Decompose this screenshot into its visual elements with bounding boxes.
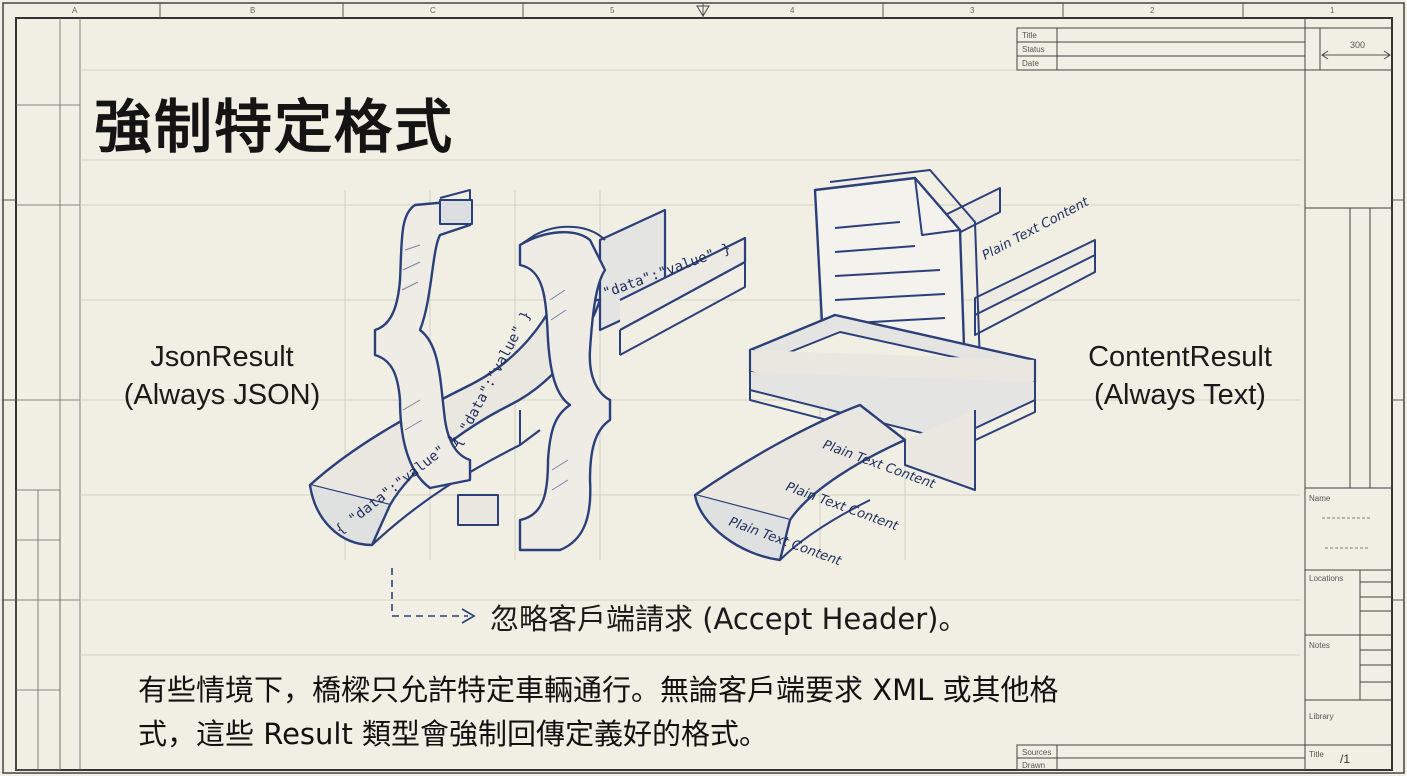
tb-page-label: Title <box>1309 750 1324 759</box>
grid-col-b: B <box>250 6 256 15</box>
content-result-name: ContentResult <box>1088 341 1272 373</box>
page-title: 強制特定格式 <box>94 93 455 161</box>
content-bridge-illustration <box>693 169 1096 562</box>
accept-header-note: 忽略客戶端請求 (Accept Header)。 <box>490 602 968 636</box>
body-paragraph: 有些情境下，橋樑只允許特定車輛通行。無論客戶端要求 XML 或其他格 式，這些 … <box>138 668 1258 756</box>
body-line-2: 式，這些 Result 類型會強制回傳定義好的格式。 <box>138 717 769 751</box>
tb-name-label: Name <box>1309 494 1331 503</box>
json-bridge-illustration <box>308 189 747 552</box>
grid-col-a: A <box>72 6 78 15</box>
tb-cell-status: Status <box>1022 45 1045 54</box>
tb-notes-label: Notes <box>1309 641 1330 650</box>
grid-col-2: 2 <box>1150 6 1155 15</box>
tb-dimension: 300 <box>1350 40 1366 50</box>
grid-col-c: C <box>430 6 436 15</box>
content-result-label: ContentResult (Always Text) <box>1062 338 1298 414</box>
tb-drawn: Drawn <box>1022 761 1046 770</box>
tb-cell-title: Title <box>1022 31 1037 40</box>
grid-col-1: 1 <box>1330 6 1335 15</box>
tb-locations-label: Locations <box>1309 574 1344 583</box>
tb-library-label: Library <box>1309 712 1334 721</box>
grid-col-4: 4 <box>790 6 795 15</box>
json-result-note: (Always JSON) <box>123 379 321 411</box>
tb-page-number: /1 <box>1340 752 1351 766</box>
grid-col-3: 3 <box>970 6 975 15</box>
content-result-note: (Always Text) <box>1094 379 1266 411</box>
tb-cell-date: Date <box>1022 59 1039 68</box>
json-result-label: JsonResult (Always JSON) <box>104 338 340 414</box>
body-line-1: 有些情境下，橋樑只允許特定車輛通行。無論客戶端要求 XML 或其他格 <box>138 673 1059 707</box>
tb-sources: Sources <box>1022 748 1052 757</box>
accept-leader-arrow <box>391 568 476 624</box>
json-result-name: JsonResult <box>150 341 294 373</box>
grid-col-5: 5 <box>610 6 615 15</box>
